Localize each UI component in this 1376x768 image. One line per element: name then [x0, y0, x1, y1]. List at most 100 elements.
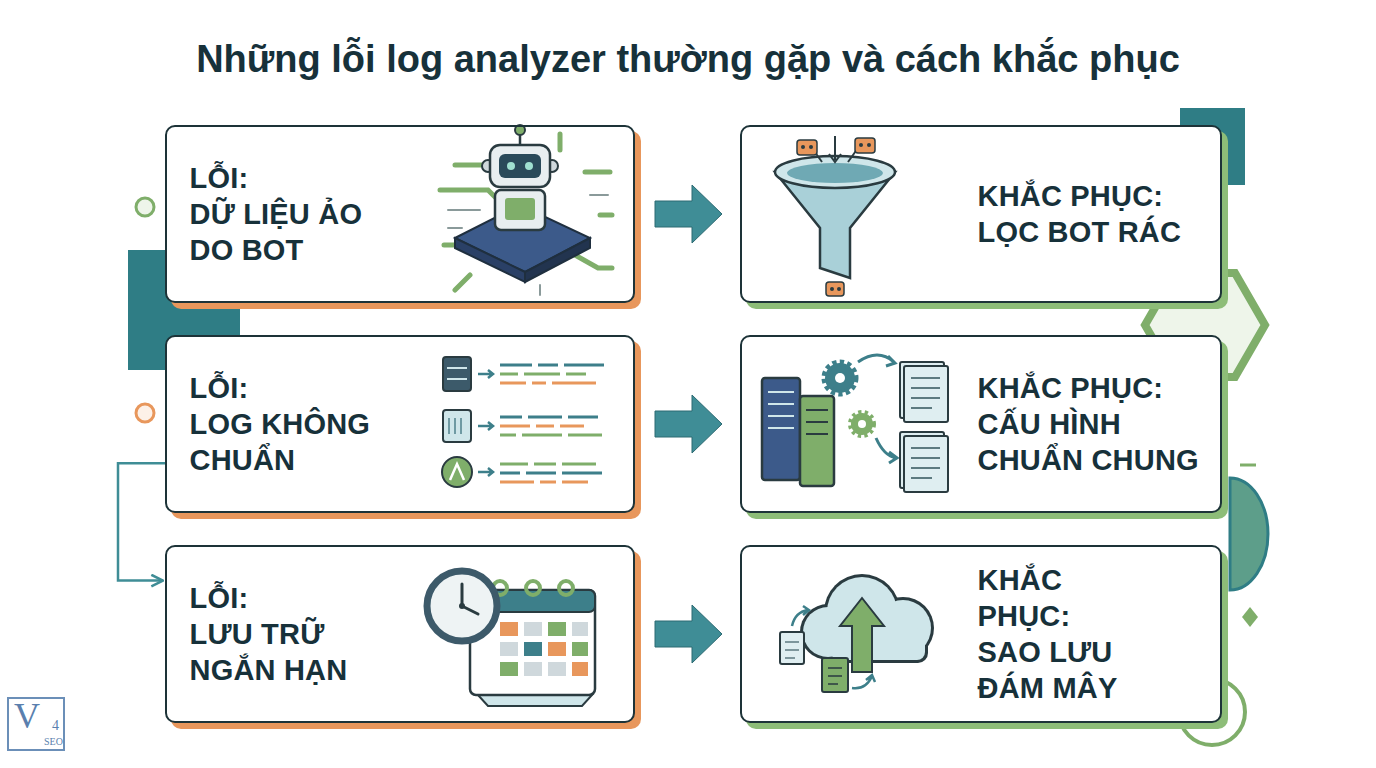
box-body: DỮ LIỆU ẢO DO BOT [190, 196, 395, 268]
box-fill [741, 126, 1228, 309]
log-sources-icon [478, 370, 493, 476]
node-text-group: LỖI:LƯU TRỮ NGẮN HẠN [190, 580, 395, 688]
funnel-icon [855, 138, 875, 153]
robot-chip-icon [495, 190, 545, 230]
clock-calendar-icon [548, 642, 566, 656]
clock-calendar-icon [478, 695, 592, 706]
clock-calendar-icon [462, 584, 478, 614]
clock-calendar-icon [427, 571, 497, 641]
config-icon [800, 396, 834, 486]
clock-calendar-icon [427, 571, 595, 706]
cloud-backup-icon [785, 642, 799, 658]
decor-shapes [1240, 464, 1256, 467]
box-fills [166, 126, 1228, 729]
funnel-icon [809, 145, 813, 149]
node-text-group: KHẮC PHỤC:SAO LƯU ĐÁM MÂY [978, 562, 1163, 706]
log-sources-icon [442, 457, 472, 487]
config-icon [768, 392, 794, 428]
config-icon [911, 378, 940, 408]
node-text-group: LỖI:DỮ LIỆU ẢO DO BOT [190, 160, 395, 268]
log-sources-icon [500, 425, 585, 428]
block-arrow [655, 605, 722, 663]
box-ground [166, 126, 634, 302]
box-body: SAO LƯU ĐÁM MÂY [978, 634, 1163, 706]
log-sources-icon [500, 416, 600, 419]
node-text-group: LỖI:LOG KHÔNG CHUẨN [190, 370, 395, 478]
config-icon [851, 413, 873, 435]
log-sources-icon [447, 368, 467, 379]
log-sources-icon [500, 472, 605, 475]
box-fill [741, 336, 1228, 519]
clock-calendar-icon [526, 581, 540, 595]
robot-chip-icon [507, 162, 515, 170]
funnel-icon [787, 163, 883, 183]
solution-box: KHẮC PHỤC:CẤU HÌNH CHUẨN CHUNG [740, 335, 1222, 513]
box-fill [166, 546, 641, 729]
clock-calendar-icon [572, 662, 588, 676]
config-icon [762, 378, 800, 480]
clock-calendar-icon [500, 622, 588, 676]
robot-chip-icon [440, 125, 612, 295]
config-icon [806, 410, 828, 434]
log-sources-icon [500, 364, 605, 367]
log-sources-icon [449, 418, 461, 434]
config-icon [904, 366, 948, 422]
solution-box: KHẮC PHỤC:SAO LƯU ĐÁM MÂY [740, 545, 1222, 723]
funnel-icon [867, 143, 871, 147]
box-heading: KHẮC PHỤC: [978, 178, 1210, 214]
log-sources-icon [500, 481, 588, 484]
log-sources-icon [500, 365, 605, 482]
robot-chip-icon [499, 154, 541, 178]
robot-chip-icon [505, 198, 535, 220]
robot-chip-icon [490, 145, 550, 187]
problem-box: LỖI:DỮ LIỆU ẢO DO BOT [165, 125, 635, 303]
cloud-backup-icon [822, 658, 848, 692]
config-icon [762, 355, 948, 492]
robot-chip-icon [448, 195, 608, 295]
clock-calendar-icon [548, 662, 566, 676]
box-body: LƯU TRỮ NGẮN HẠN [190, 616, 395, 688]
clock-calendar-icon [524, 662, 542, 676]
box-heading: LỖI: [190, 160, 395, 196]
log-sources-icon [500, 463, 598, 466]
decor-shapes [136, 404, 154, 422]
box-ground [166, 336, 634, 512]
problem-box: LỖI:LOG KHÔNG CHUẨN [165, 335, 635, 513]
robot-chip-icon [440, 134, 612, 290]
funnel-icon [826, 282, 844, 296]
clock-calendar-icon [500, 642, 518, 656]
decor-shapes [1230, 478, 1268, 590]
funnel-icon [859, 143, 863, 147]
funnel-icon [812, 136, 858, 162]
clock-calendar-icon [500, 662, 518, 676]
funnel-icon [797, 140, 817, 155]
box-ground [166, 546, 634, 722]
box-heading: KHẮC PHỤC: [978, 370, 1210, 406]
block-arrow [655, 185, 722, 243]
block-arrow [655, 395, 722, 453]
clock-calendar-icon [524, 642, 542, 656]
cloud-backup-icon [780, 632, 804, 664]
config-icon [835, 373, 845, 383]
problem-box: LỖI:LƯU TRỮ NGẮN HẠN [165, 545, 635, 723]
box-heading: LỖI: [190, 370, 395, 406]
watermark-text: V [14, 698, 40, 734]
funnel-icon [775, 136, 895, 296]
box-body: LOG KHÔNG CHUẨN [190, 406, 395, 478]
log-sources-icon [450, 464, 464, 480]
log-sources-icon [500, 382, 598, 385]
clock-calendar-icon [524, 622, 542, 636]
log-sources-icon [500, 434, 603, 437]
log-sources-icon [443, 410, 471, 442]
node-text-group: KHẮC PHỤC:LỌC BOT RÁC [978, 178, 1210, 250]
config-icon [825, 363, 855, 393]
clock-calendar-icon [548, 622, 566, 636]
robot-chip-icon [525, 238, 590, 282]
node-text-group: KHẮC PHỤC:CẤU HÌNH CHUẨN CHUNG [978, 370, 1210, 478]
decor-shapes [136, 198, 154, 216]
box-ground [741, 546, 1221, 722]
box-ground [741, 336, 1221, 512]
decor-shapes [128, 108, 1268, 745]
decor-shapes [1242, 607, 1258, 627]
